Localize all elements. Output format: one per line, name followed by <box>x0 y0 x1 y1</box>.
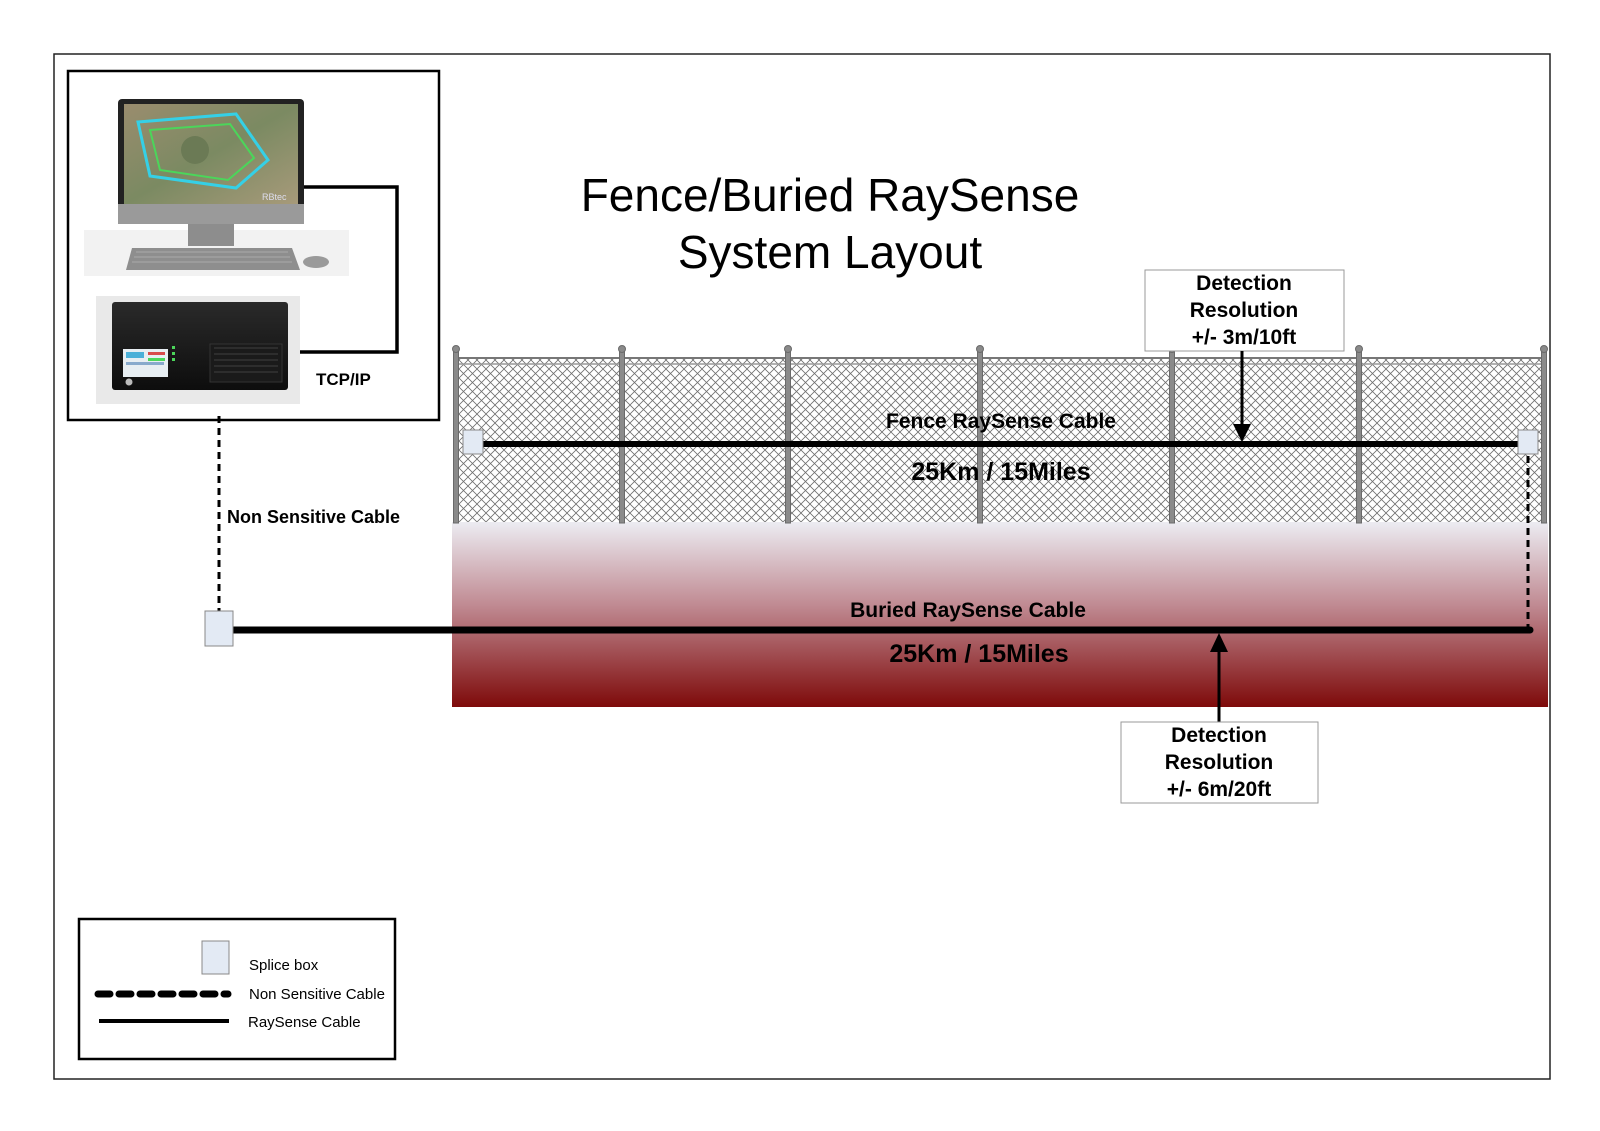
legend: Splice box Non Sensitive Cable RaySense … <box>77 917 397 1061</box>
buried-cable-length: 25Km / 15Miles <box>889 640 1068 668</box>
page-frame <box>53 53 1551 1080</box>
fence-cable-label: Fence RaySense Cable <box>886 410 1116 433</box>
fence-splice-box-left <box>462 429 484 455</box>
buried-detection-arrow-head <box>1210 633 1228 652</box>
buried-detection-line2: Resolution <box>1165 751 1274 774</box>
non-sensitive-cable-label: Non Sensitive Cable <box>227 507 400 527</box>
tcp-ip-link <box>300 185 399 354</box>
fence-detection-line3: +/- 3m/10ft <box>1192 326 1296 349</box>
legend-splice-box-label: Splice box <box>249 957 319 974</box>
buried-splice-box <box>204 610 234 647</box>
legend-raysense-label: RaySense Cable <box>248 1014 361 1031</box>
tcp-ip-label: TCP/IP <box>316 370 371 389</box>
buried-detection-box <box>1120 721 1319 804</box>
fence-post-cap <box>1540 345 1548 353</box>
fence-post <box>977 347 983 524</box>
fence-post <box>619 347 625 524</box>
buried-ground-band <box>452 522 1548 707</box>
fence-post-cap <box>976 345 984 353</box>
fence-post-cap <box>618 345 626 353</box>
fence-post <box>1541 347 1547 524</box>
legend-splice-box-swatch <box>201 940 230 975</box>
fence-post <box>453 347 459 524</box>
monitor-brand-label: RBtec <box>262 192 287 202</box>
fence-splice-box-right <box>1517 429 1539 455</box>
buried-cable-label: Buried RaySense Cable <box>850 599 1086 622</box>
legend-non-sensitive-label: Non Sensitive Cable <box>249 986 385 1003</box>
fence-cable-length: 25Km / 15Miles <box>911 458 1090 486</box>
legend-box <box>77 917 397 1061</box>
fence-post <box>1356 347 1362 524</box>
chain-link-fence <box>452 345 1548 524</box>
diagram-title-line1: Fence/Buried RaySense <box>581 169 1080 221</box>
fence-detection-arrow-head <box>1233 424 1251 442</box>
buried-detection-line1: Detection <box>1171 724 1267 747</box>
fence-post-cap <box>784 345 792 353</box>
fence-detection-line1: Detection <box>1196 272 1292 295</box>
server-rack-icon <box>96 296 300 404</box>
desktop-computer-icon: RBtec <box>84 99 349 276</box>
fence-post <box>785 347 791 524</box>
fence-detection-line2: Resolution <box>1190 299 1299 322</box>
fence-post-cap <box>1355 345 1363 353</box>
fence-post-cap <box>452 345 460 353</box>
fence-post <box>1169 347 1175 524</box>
fence-detection-box <box>1144 269 1345 352</box>
diagram-title-line2: System Layout <box>678 226 982 278</box>
buried-detection-line3: +/- 6m/20ft <box>1167 778 1271 801</box>
